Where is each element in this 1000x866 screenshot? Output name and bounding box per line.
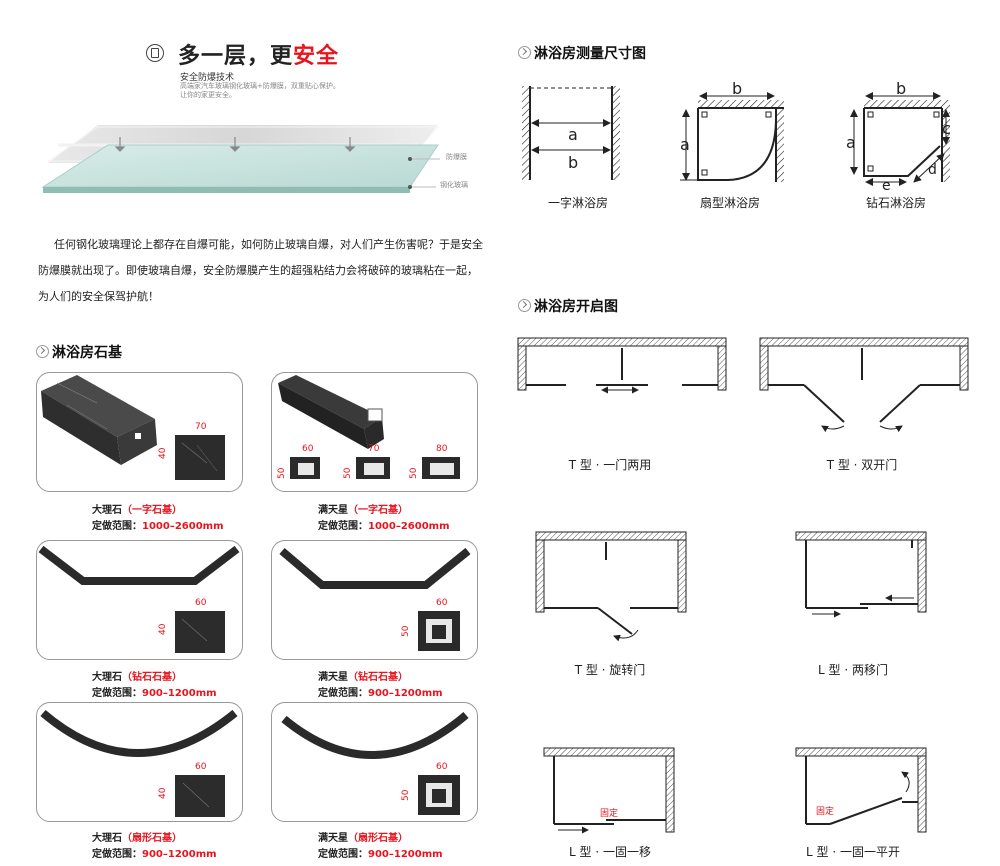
card-6-range: 定做范围：900–1200mm [318,849,443,860]
fixed-label: 固定 [600,807,618,819]
feature-note-1: 高端家汽车玻璃钢化玻璃+防爆膜，双重贴心保护。 [180,82,340,90]
glass-layers-illustration [41,125,440,193]
measure-label-diamond: 钻石淋浴房 [865,196,926,210]
letter-d: d [928,162,937,178]
letter-c: c [942,119,951,138]
door-label-6: L 型 · 一固一平开 [806,845,900,859]
dim-width: 60 [436,762,448,772]
card-star-fan: 60 50 [271,702,478,822]
door-label-5: L 型 · 一固一移 [569,845,651,859]
fixed-label: 固定 [816,805,834,817]
measure-label-straight: 一字淋浴房 [547,196,608,210]
card-5-range: 定做范围：900–1200mm [92,849,217,860]
card-3-range: 定做范围：900–1200mm [92,688,217,699]
card-marble-diamond: 60 40 [36,540,243,660]
section-title-stone-base: 淋浴房石基 [36,342,122,362]
letter-b: b [568,153,578,172]
letter-b: b [896,79,906,98]
measurement-diagrams: a b b a b a e c d [522,79,951,193]
layer-label-glass: 钢化玻璃 [440,181,468,189]
dim-50a: 50 [277,467,287,479]
card-marble-fan: 60 40 [36,702,243,822]
feature-note-2: 让你的家更安全。 [180,91,236,99]
safety-paragraph: 任何钢化玻璃理论上都存在自爆可能，如何防止玻璃自爆，对人们产生伤害呢？于是安全防… [38,238,483,303]
letter-a: a [846,133,856,152]
diagram-t-one-door [517,337,727,394]
card-marble-straight: 70 40 [36,372,243,492]
card-1-caption: 大理石（一字石基） [92,505,182,516]
dim-70: 70 [368,444,380,454]
letter-a: a [680,135,690,154]
dim-height: 50 [401,625,411,637]
feature-title: 多一层，更安全 [178,44,340,69]
diagram-t-revolving [535,531,687,642]
card-1-range: 定做范围：1000–2600mm [92,521,224,532]
dim-60: 60 [302,444,314,454]
card-star-diamond: 60 50 [271,540,478,660]
door-label-1: T 型 · 一门两用 [568,458,652,472]
letter-e: e [882,178,891,193]
dim-width: 60 [195,762,207,772]
section-title-opening: 淋浴房开启图 [518,296,618,316]
door-label-4: L 型 · 两移门 [818,663,888,677]
diagram-l-fixed-sliding: 固定 [543,747,675,834]
door-label-2: T 型 · 双开门 [826,458,898,472]
dim-50c: 50 [409,467,419,479]
feature-subtitle: 安全防爆技术 [180,73,235,83]
dim-width: 70 [195,422,207,432]
chevron-icon [518,46,531,59]
card-star-straight: 60 70 80 50 50 50 [271,372,478,492]
chevron-icon [518,299,531,312]
section-title-measure: 淋浴房测量尺寸图 [518,43,646,63]
card-5-caption: 大理石（扇形石基） [92,833,182,844]
chevron-icon [36,345,49,358]
dim-width: 60 [195,598,207,608]
dim-height: 40 [158,623,168,635]
card-4-range: 定做范围：900–1200mm [318,688,443,699]
door-label-3: T 型 · 旋转门 [574,663,646,677]
card-3-caption: 大理石（钻石石基） [92,672,182,683]
dim-50b: 50 [343,467,353,479]
letter-b: b [732,79,742,98]
card-4-caption: 满天星（钻石石基） [318,672,408,683]
dim-80: 80 [436,444,448,454]
card-6-caption: 满天星（扇形石基） [318,833,408,844]
door-icon [146,44,164,62]
card-2-caption: 满天星（一字石基） [318,505,408,516]
card-2-range: 定做范围：1000–2600mm [318,521,450,532]
dim-height: 40 [158,787,168,799]
dim-height: 40 [158,447,168,459]
diagram-l-fixed-swing: 固定 [795,747,927,833]
measure-label-fan: 扇型淋浴房 [699,196,760,210]
opening-diagrams: 固定 固定 [517,337,969,834]
dim-width: 60 [436,598,448,608]
layer-label-film: 防爆膜 [446,153,467,161]
diagram-l-two-sliding [795,531,927,618]
letter-a: a [568,125,578,144]
diagram-t-double-door [759,337,969,433]
dim-height: 50 [401,789,411,801]
